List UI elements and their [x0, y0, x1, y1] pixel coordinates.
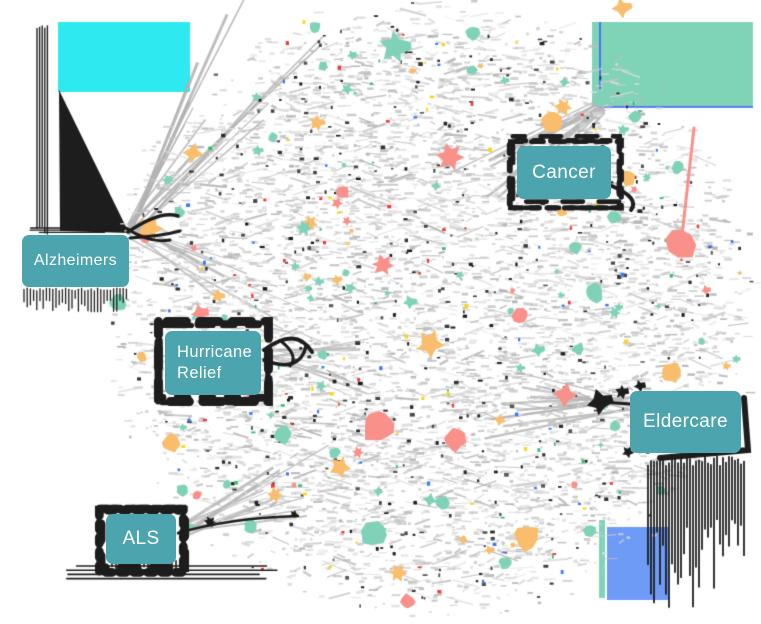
callout-hurricane-relief[interactable]: Hurricane Relief [165, 331, 261, 395]
callout-als-label: ALS [122, 528, 160, 550]
callout-hurricane-relief-label: Hurricane Relief [177, 343, 253, 382]
callout-cancer-label: Cancer [532, 161, 596, 183]
callout-als[interactable]: ALS [106, 514, 176, 564]
callout-alzheimers-label: Alzheimers [33, 252, 118, 269]
callout-alzheimers[interactable]: Alzheimers [22, 235, 129, 287]
callout-eldercare-label: Eldercare [643, 411, 728, 433]
callout-eldercare[interactable]: Eldercare [630, 391, 741, 453]
callout-cancer[interactable]: Cancer [517, 146, 611, 199]
